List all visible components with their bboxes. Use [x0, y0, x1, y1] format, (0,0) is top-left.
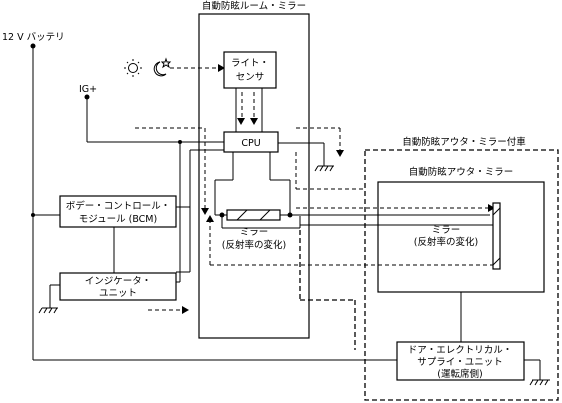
indicator-label-2: ユニット	[99, 288, 137, 299]
ig-label: IG+	[79, 84, 97, 95]
inner-mirror-title: 自動防眩ルーム・ミラー	[202, 0, 306, 12]
outer-mirror-caption-2: (反射率の変化)	[414, 236, 478, 248]
light-sensor-box	[223, 51, 277, 89]
cpu-ground-wiring	[278, 142, 334, 172]
door-unit-label-1: ドア・エレクトリカル・	[408, 345, 513, 356]
indicator-unit-box	[59, 272, 177, 301]
door-unit-label-2: サプライ・ユニット	[417, 357, 503, 368]
inner-mirror-caption-1: ミラー	[240, 227, 269, 238]
cpu-box	[223, 131, 279, 153]
battery-wiring	[30, 43, 397, 361]
battery-label: 12 V バッテリ	[2, 32, 65, 43]
light-sensor-label-2: センサ	[236, 72, 265, 83]
bcm-label-1: ボデー・コントロール・	[66, 200, 171, 212]
indicator-label-1: インジケータ・	[85, 276, 152, 287]
sun-icon	[124, 59, 142, 77]
outer-mirror-caption-1: ミラー	[432, 225, 461, 236]
indicator-ground-wiring	[49, 284, 60, 308]
door-unit-label-3: (運転席側)	[437, 368, 482, 380]
bcm-label-2: モジュール (BCM)	[79, 214, 157, 225]
light-signal-paths	[135, 64, 495, 350]
ignition-wiring	[84, 94, 224, 283]
door-supply-unit-box	[396, 341, 525, 381]
outer-mirror-element	[492, 202, 501, 270]
outer-assembly-title: 自動防眩アウタ・ミラー付車	[402, 136, 526, 148]
door-unit-wiring	[460, 292, 550, 386]
outer-mirror-vehicle-boundary	[364, 149, 559, 401]
bcm-box	[59, 195, 177, 228]
inner-mirror-caption-2: (反射率の変化)	[222, 239, 286, 251]
cpu-label: CPU	[241, 138, 260, 149]
light-sensor-label-1: ライト・	[231, 58, 269, 69]
inner-mirror-element	[226, 209, 281, 221]
bcm-wiring	[113, 149, 224, 273]
moon-star-icon	[153, 57, 172, 77]
ground-icon	[38, 307, 58, 314]
outer-mirror-title: 自動防眩アウタ・ミラー	[409, 166, 514, 178]
outer-mirror-box	[377, 181, 545, 293]
cpu-mirror-wiring	[214, 152, 490, 229]
